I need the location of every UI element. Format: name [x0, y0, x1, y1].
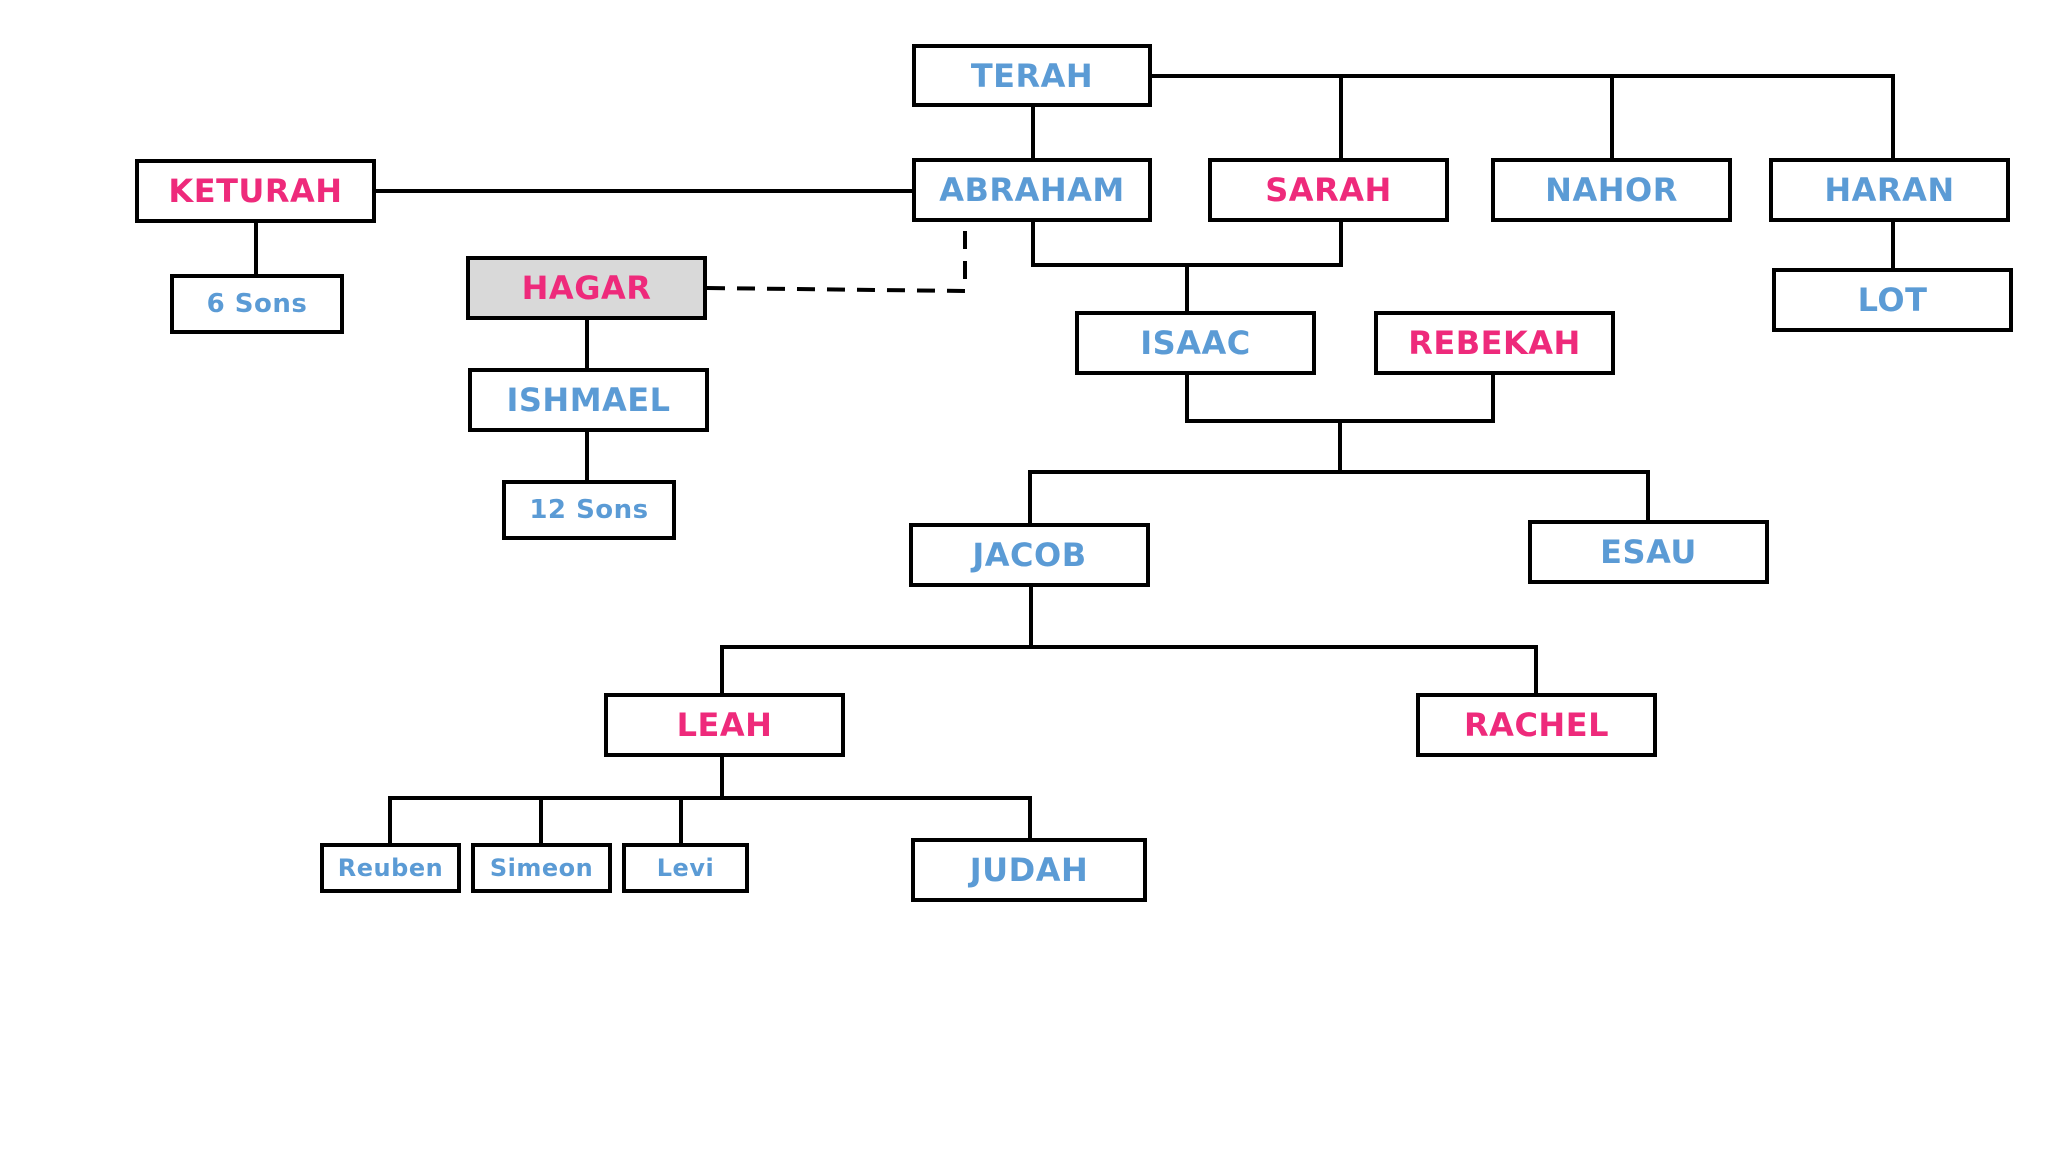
node-label: REBEKAH — [1408, 324, 1581, 362]
node-esau: ESAU — [1528, 520, 1769, 584]
node-label: LEAH — [676, 706, 773, 744]
node-label: TERAH — [970, 56, 1094, 95]
node-isaac: ISAAC — [1075, 311, 1316, 375]
node-label: SARAH — [1265, 171, 1392, 209]
node-keturah: KETURAH — [135, 159, 376, 223]
node-simeon: Simeon — [471, 843, 612, 893]
node-label: RACHEL — [1464, 706, 1609, 744]
node-label: KETURAH — [168, 172, 343, 210]
node-jacob: JACOB — [909, 523, 1150, 587]
node-ishmael: ISHMAEL — [468, 368, 709, 432]
node-leah: LEAH — [604, 693, 845, 757]
node-rachel: RACHEL — [1416, 693, 1657, 757]
node-six-sons: 6 Sons — [170, 274, 344, 334]
node-lot: LOT — [1772, 268, 2013, 332]
node-label: 6 Sons — [206, 289, 308, 319]
node-label: ABRAHAM — [939, 171, 1125, 209]
node-terah: TERAH — [912, 44, 1152, 107]
node-label: JACOB — [972, 536, 1087, 574]
node-label: LOT — [1857, 281, 1928, 319]
node-twelve-sons: 12 Sons — [502, 480, 676, 540]
node-label: Levi — [656, 854, 715, 882]
node-label: ESAU — [1600, 533, 1697, 571]
node-label: Reuben — [337, 854, 444, 882]
node-abraham: ABRAHAM — [912, 158, 1152, 222]
node-label: HARAN — [1824, 171, 1955, 209]
node-label: NAHOR — [1545, 171, 1678, 209]
node-rebekah: REBEKAH — [1374, 311, 1615, 375]
node-label: ISHMAEL — [506, 381, 671, 419]
edge-isaac-rebekah — [1185, 373, 1495, 423]
node-hagar: HAGAR — [466, 256, 707, 320]
node-label: Simeon — [489, 854, 594, 882]
node-nahor: NAHOR — [1491, 158, 1732, 222]
node-reuben: Reuben — [320, 843, 461, 893]
node-levi: Levi — [622, 843, 749, 893]
edge-abraham-down — [1031, 220, 1343, 267]
node-label: HAGAR — [521, 269, 652, 307]
node-label: ISAAC — [1140, 324, 1251, 362]
node-haran: HARAN — [1769, 158, 2010, 222]
node-label: 12 Sons — [529, 495, 649, 525]
node-judah: JUDAH — [911, 838, 1147, 902]
node-sarah: SARAH — [1208, 158, 1449, 222]
edge-hagar-abraham-dashed — [706, 222, 967, 294]
node-label: JUDAH — [969, 851, 1089, 889]
